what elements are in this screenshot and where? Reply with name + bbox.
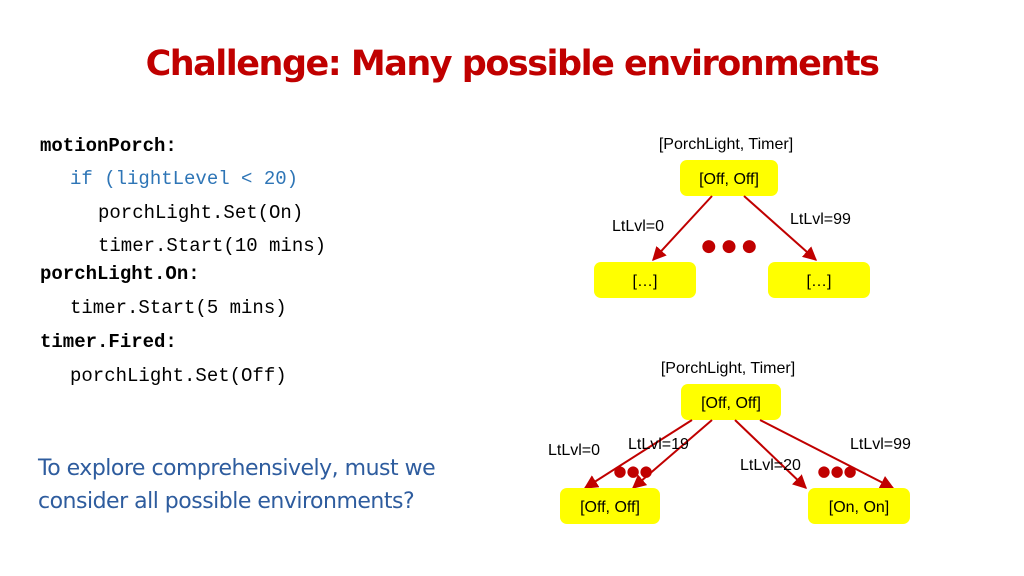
top-left-edge — [652, 195, 713, 262]
bottom-edge-ltlvl0 — [583, 419, 693, 489]
bottom-edge-label-ltlvl0: LtLvl=0 — [548, 442, 600, 459]
bottom-root-node — [681, 384, 781, 420]
code-line-if: if (lightLevel < 20) — [70, 168, 299, 190]
top-root-label: [Off, Off] — [699, 171, 759, 188]
top-right-child-label: […] — [807, 273, 832, 290]
bottom-left-child-node — [560, 488, 660, 524]
bottom-right-child-node — [808, 488, 910, 524]
top-root-node — [680, 160, 778, 196]
bottom-tree-header: [PorchLight, Timer] — [661, 360, 795, 377]
slide-title: Challenge: Many possible environments — [145, 44, 880, 84]
top-right-edge-label: LtLvl=99 — [790, 211, 851, 228]
top-right-edge — [743, 195, 818, 261]
bottom-edge-label-ltlvl20: LtLvl=20 — [740, 457, 801, 474]
code-line-set-off: porchLight.Set(Off) — [70, 365, 287, 387]
bottom-ellipsis-left: ●●● — [613, 462, 652, 480]
bottom-root-label: [Off, Off] — [701, 395, 761, 412]
bottom-edge-label-ltlvl19: LtLvl=19 — [628, 436, 689, 453]
bottom-edge-ltlvl19 — [631, 419, 713, 489]
top-tree-header: [PorchLight, Timer] — [659, 136, 793, 153]
code-line-porchlight-on: porchLight.On: — [40, 263, 200, 285]
top-left-child-node — [594, 262, 696, 298]
bottom-right-child-label: [On, On] — [829, 499, 889, 516]
code-line-timer-5: timer.Start(5 mins) — [70, 297, 287, 319]
bottom-edge-ltlvl20 — [734, 419, 808, 489]
bottom-left-child-label: [Off, Off] — [580, 499, 640, 516]
top-right-child-node — [768, 262, 870, 298]
bottom-edge-ltlvl99 — [759, 419, 895, 489]
code-line-set-on: porchLight.Set(On) — [98, 202, 304, 224]
top-ellipsis: ● ● ● — [701, 236, 756, 256]
code-line-timer-10: timer.Start(10 mins) — [98, 235, 327, 257]
bottom-ellipsis-right: ●●● — [817, 462, 856, 480]
code-line-timer-fired: timer.Fired: — [40, 331, 177, 353]
bottom-edge-label-ltlvl99: LtLvl=99 — [850, 436, 911, 453]
top-left-edge-label: LtLvl=0 — [612, 218, 664, 235]
code-line-motionporch: motionPorch: — [40, 135, 177, 157]
top-left-child-label: […] — [633, 273, 658, 290]
question-text: To explore comprehensively, must we cons… — [38, 456, 436, 514]
